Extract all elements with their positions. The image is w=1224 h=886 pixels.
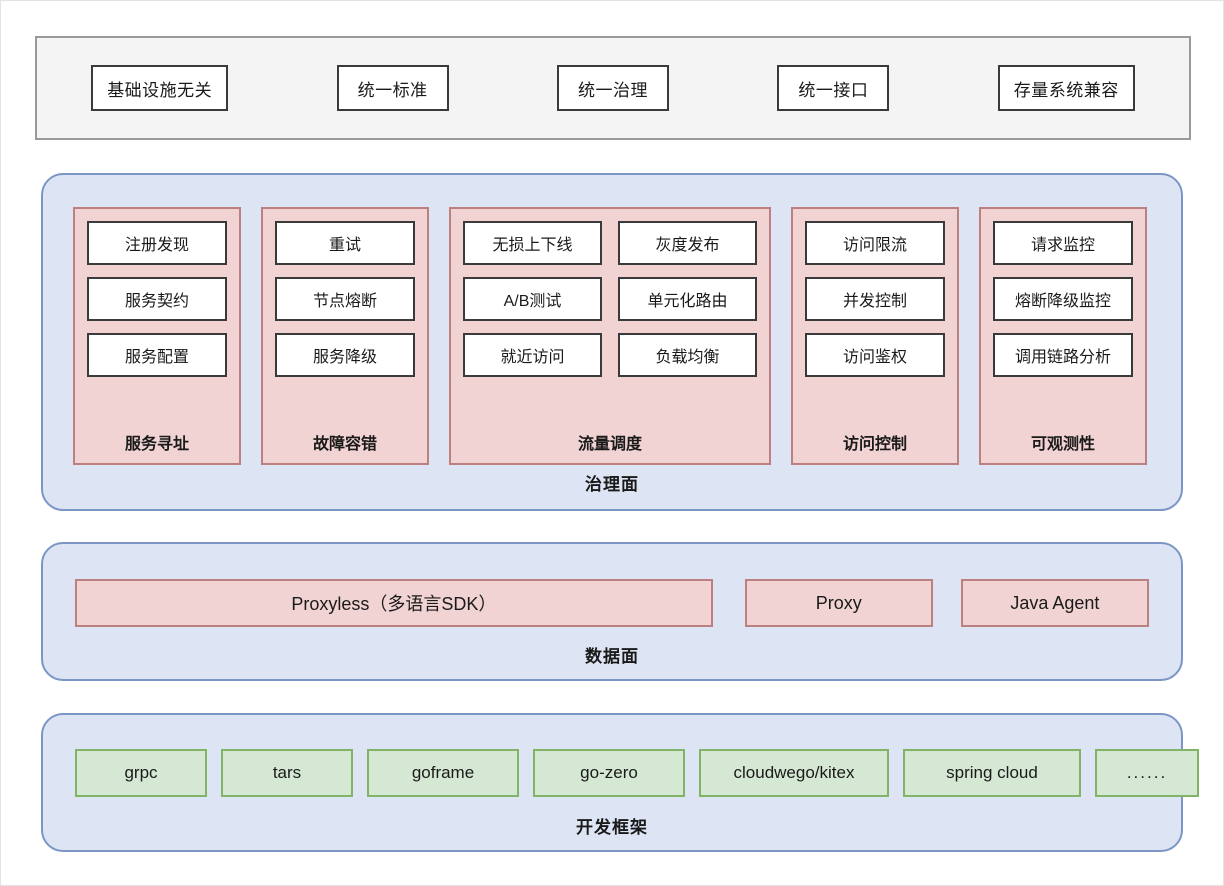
governance-group-traffic-scheduling: 无损上下线 灰度发布 A/B测试 单元化路由 就近访问 负载均衡 流量调度 bbox=[449, 207, 771, 465]
group-title: 可观测性 bbox=[1030, 436, 1095, 453]
capability-label: 单元化路由 bbox=[647, 293, 728, 310]
data-plane-panel: Proxyless（多语言SDK） Proxy Java Agent 数据面 bbox=[41, 542, 1183, 681]
capability-grid: 注册发现 服务契约 服务配置 bbox=[87, 221, 227, 421]
capability-cell: 并发控制 bbox=[805, 277, 945, 321]
capability-label: 熔断降级监控 bbox=[1014, 293, 1111, 310]
capability-label: 注册发现 bbox=[124, 237, 189, 254]
capability-label: 调用链路分析 bbox=[1014, 349, 1111, 366]
capability-label: 服务降级 bbox=[312, 349, 377, 366]
framework-item-label: spring cloud bbox=[946, 763, 1038, 782]
principle-label: 基础设施无关 bbox=[107, 80, 213, 100]
capability-cell: 注册发现 bbox=[87, 221, 227, 265]
framework-item-label: go-zero bbox=[580, 763, 638, 782]
capability-cell: 熔断降级监控 bbox=[993, 277, 1133, 321]
principle-label: 统一标准 bbox=[357, 80, 428, 100]
capability-cell: 负载均衡 bbox=[618, 333, 757, 377]
framework-item-label: goframe bbox=[411, 763, 475, 782]
capability-cell: 无损上下线 bbox=[463, 221, 602, 265]
capability-label: 访问限流 bbox=[842, 237, 907, 254]
framework-item-grpc: grpc bbox=[75, 749, 207, 797]
group-title: 服务寻址 bbox=[124, 436, 189, 453]
capability-label: 无损上下线 bbox=[492, 237, 573, 254]
capability-label: 服务配置 bbox=[124, 349, 189, 366]
governance-group-fault-tolerance: 重试 节点熔断 服务降级 故障容错 bbox=[261, 207, 429, 465]
capability-cell: 重试 bbox=[275, 221, 415, 265]
principle-box: 存量系统兼容 bbox=[997, 65, 1135, 111]
governance-plane-panel: 注册发现 服务契约 服务配置 服务寻址 重试 节点熔断 服务降级 故障容错 无损… bbox=[41, 173, 1183, 511]
capability-cell: 访问限流 bbox=[805, 221, 945, 265]
data-plane-item-proxy: Proxy bbox=[744, 579, 933, 627]
capability-label: 重试 bbox=[328, 237, 361, 254]
framework-item-label: tars bbox=[272, 763, 302, 782]
capability-label: A/B测试 bbox=[503, 293, 562, 310]
capability-label: 负载均衡 bbox=[655, 349, 720, 366]
capability-cell: 访问鉴权 bbox=[805, 333, 945, 377]
data-plane-item-proxyless: Proxyless（多语言SDK） bbox=[75, 579, 713, 627]
framework-item-list: grpc tars goframe go-zero cloudwego/kite… bbox=[75, 749, 1199, 797]
framework-item-go-zero: go-zero bbox=[533, 749, 685, 797]
design-principles-banner: 基础设施无关 统一标准 统一治理 统一接口 存量系统兼容 bbox=[35, 36, 1191, 140]
data-plane-item-label: Proxyless（多语言SDK） bbox=[291, 594, 497, 614]
capability-label: 请求监控 bbox=[1030, 237, 1095, 254]
data-plane-label: 数据面 bbox=[585, 647, 639, 666]
capability-grid: 访问限流 并发控制 访问鉴权 bbox=[805, 221, 945, 421]
framework-item-goframe: goframe bbox=[367, 749, 519, 797]
capability-label: 灰度发布 bbox=[655, 237, 720, 254]
capability-cell: 单元化路由 bbox=[618, 277, 757, 321]
framework-item-label: cloudwego/kitex bbox=[733, 763, 855, 782]
data-plane-item-label: Proxy bbox=[815, 592, 862, 613]
governance-group-service-addressing: 注册发现 服务契约 服务配置 服务寻址 bbox=[73, 207, 241, 465]
principle-label: 统一治理 bbox=[577, 80, 648, 100]
capability-label: 就近访问 bbox=[500, 349, 565, 366]
capability-label: 节点熔断 bbox=[312, 293, 377, 310]
framework-item-label: ...... bbox=[1126, 763, 1168, 782]
capability-label: 访问鉴权 bbox=[842, 349, 907, 366]
data-plane-item-list: Proxyless（多语言SDK） Proxy Java Agent bbox=[75, 579, 1149, 627]
capability-cell: 请求监控 bbox=[993, 221, 1133, 265]
capability-label: 服务契约 bbox=[124, 293, 189, 310]
capability-cell: 服务配置 bbox=[87, 333, 227, 377]
governance-group-list: 注册发现 服务契约 服务配置 服务寻址 重试 节点熔断 服务降级 故障容错 无损… bbox=[73, 207, 1151, 465]
framework-item-spring-cloud: spring cloud bbox=[903, 749, 1081, 797]
framework-item-more: ...... bbox=[1095, 749, 1199, 797]
framework-item-cloudwego-kitex: cloudwego/kitex bbox=[699, 749, 889, 797]
capability-grid: 无损上下线 灰度发布 A/B测试 单元化路由 就近访问 负载均衡 bbox=[463, 221, 757, 421]
governance-group-observability: 请求监控 熔断降级监控 调用链路分析 可观测性 bbox=[979, 207, 1147, 465]
framework-item-label: grpc bbox=[124, 763, 158, 782]
capability-cell: 服务契约 bbox=[87, 277, 227, 321]
principle-box: 统一标准 bbox=[336, 65, 449, 111]
capability-cell: A/B测试 bbox=[463, 277, 602, 321]
capability-cell: 灰度发布 bbox=[618, 221, 757, 265]
capability-cell: 调用链路分析 bbox=[993, 333, 1133, 377]
capability-label: 并发控制 bbox=[842, 293, 907, 310]
framework-plane-label: 开发框架 bbox=[576, 818, 648, 837]
principle-label: 存量系统兼容 bbox=[1013, 80, 1119, 100]
group-title: 故障容错 bbox=[312, 436, 377, 453]
capability-cell: 服务降级 bbox=[275, 333, 415, 377]
principle-box: 统一治理 bbox=[556, 65, 669, 111]
data-plane-item-java-agent: Java Agent bbox=[960, 579, 1149, 627]
governance-plane-label: 治理面 bbox=[585, 475, 639, 494]
data-plane-item-label: Java Agent bbox=[1010, 592, 1100, 613]
principle-label: 统一接口 bbox=[798, 80, 869, 100]
principle-box: 基础设施无关 bbox=[91, 65, 229, 111]
framework-item-tars: tars bbox=[221, 749, 353, 797]
group-title: 流量调度 bbox=[577, 436, 642, 453]
governance-group-access-control: 访问限流 并发控制 访问鉴权 访问控制 bbox=[791, 207, 959, 465]
group-title: 访问控制 bbox=[842, 436, 907, 453]
capability-grid: 重试 节点熔断 服务降级 bbox=[275, 221, 415, 421]
capability-cell: 节点熔断 bbox=[275, 277, 415, 321]
principle-box: 统一接口 bbox=[777, 65, 890, 111]
framework-plane-panel: grpc tars goframe go-zero cloudwego/kite… bbox=[41, 713, 1199, 852]
capability-grid: 请求监控 熔断降级监控 调用链路分析 bbox=[993, 221, 1133, 421]
capability-cell: 就近访问 bbox=[463, 333, 602, 377]
